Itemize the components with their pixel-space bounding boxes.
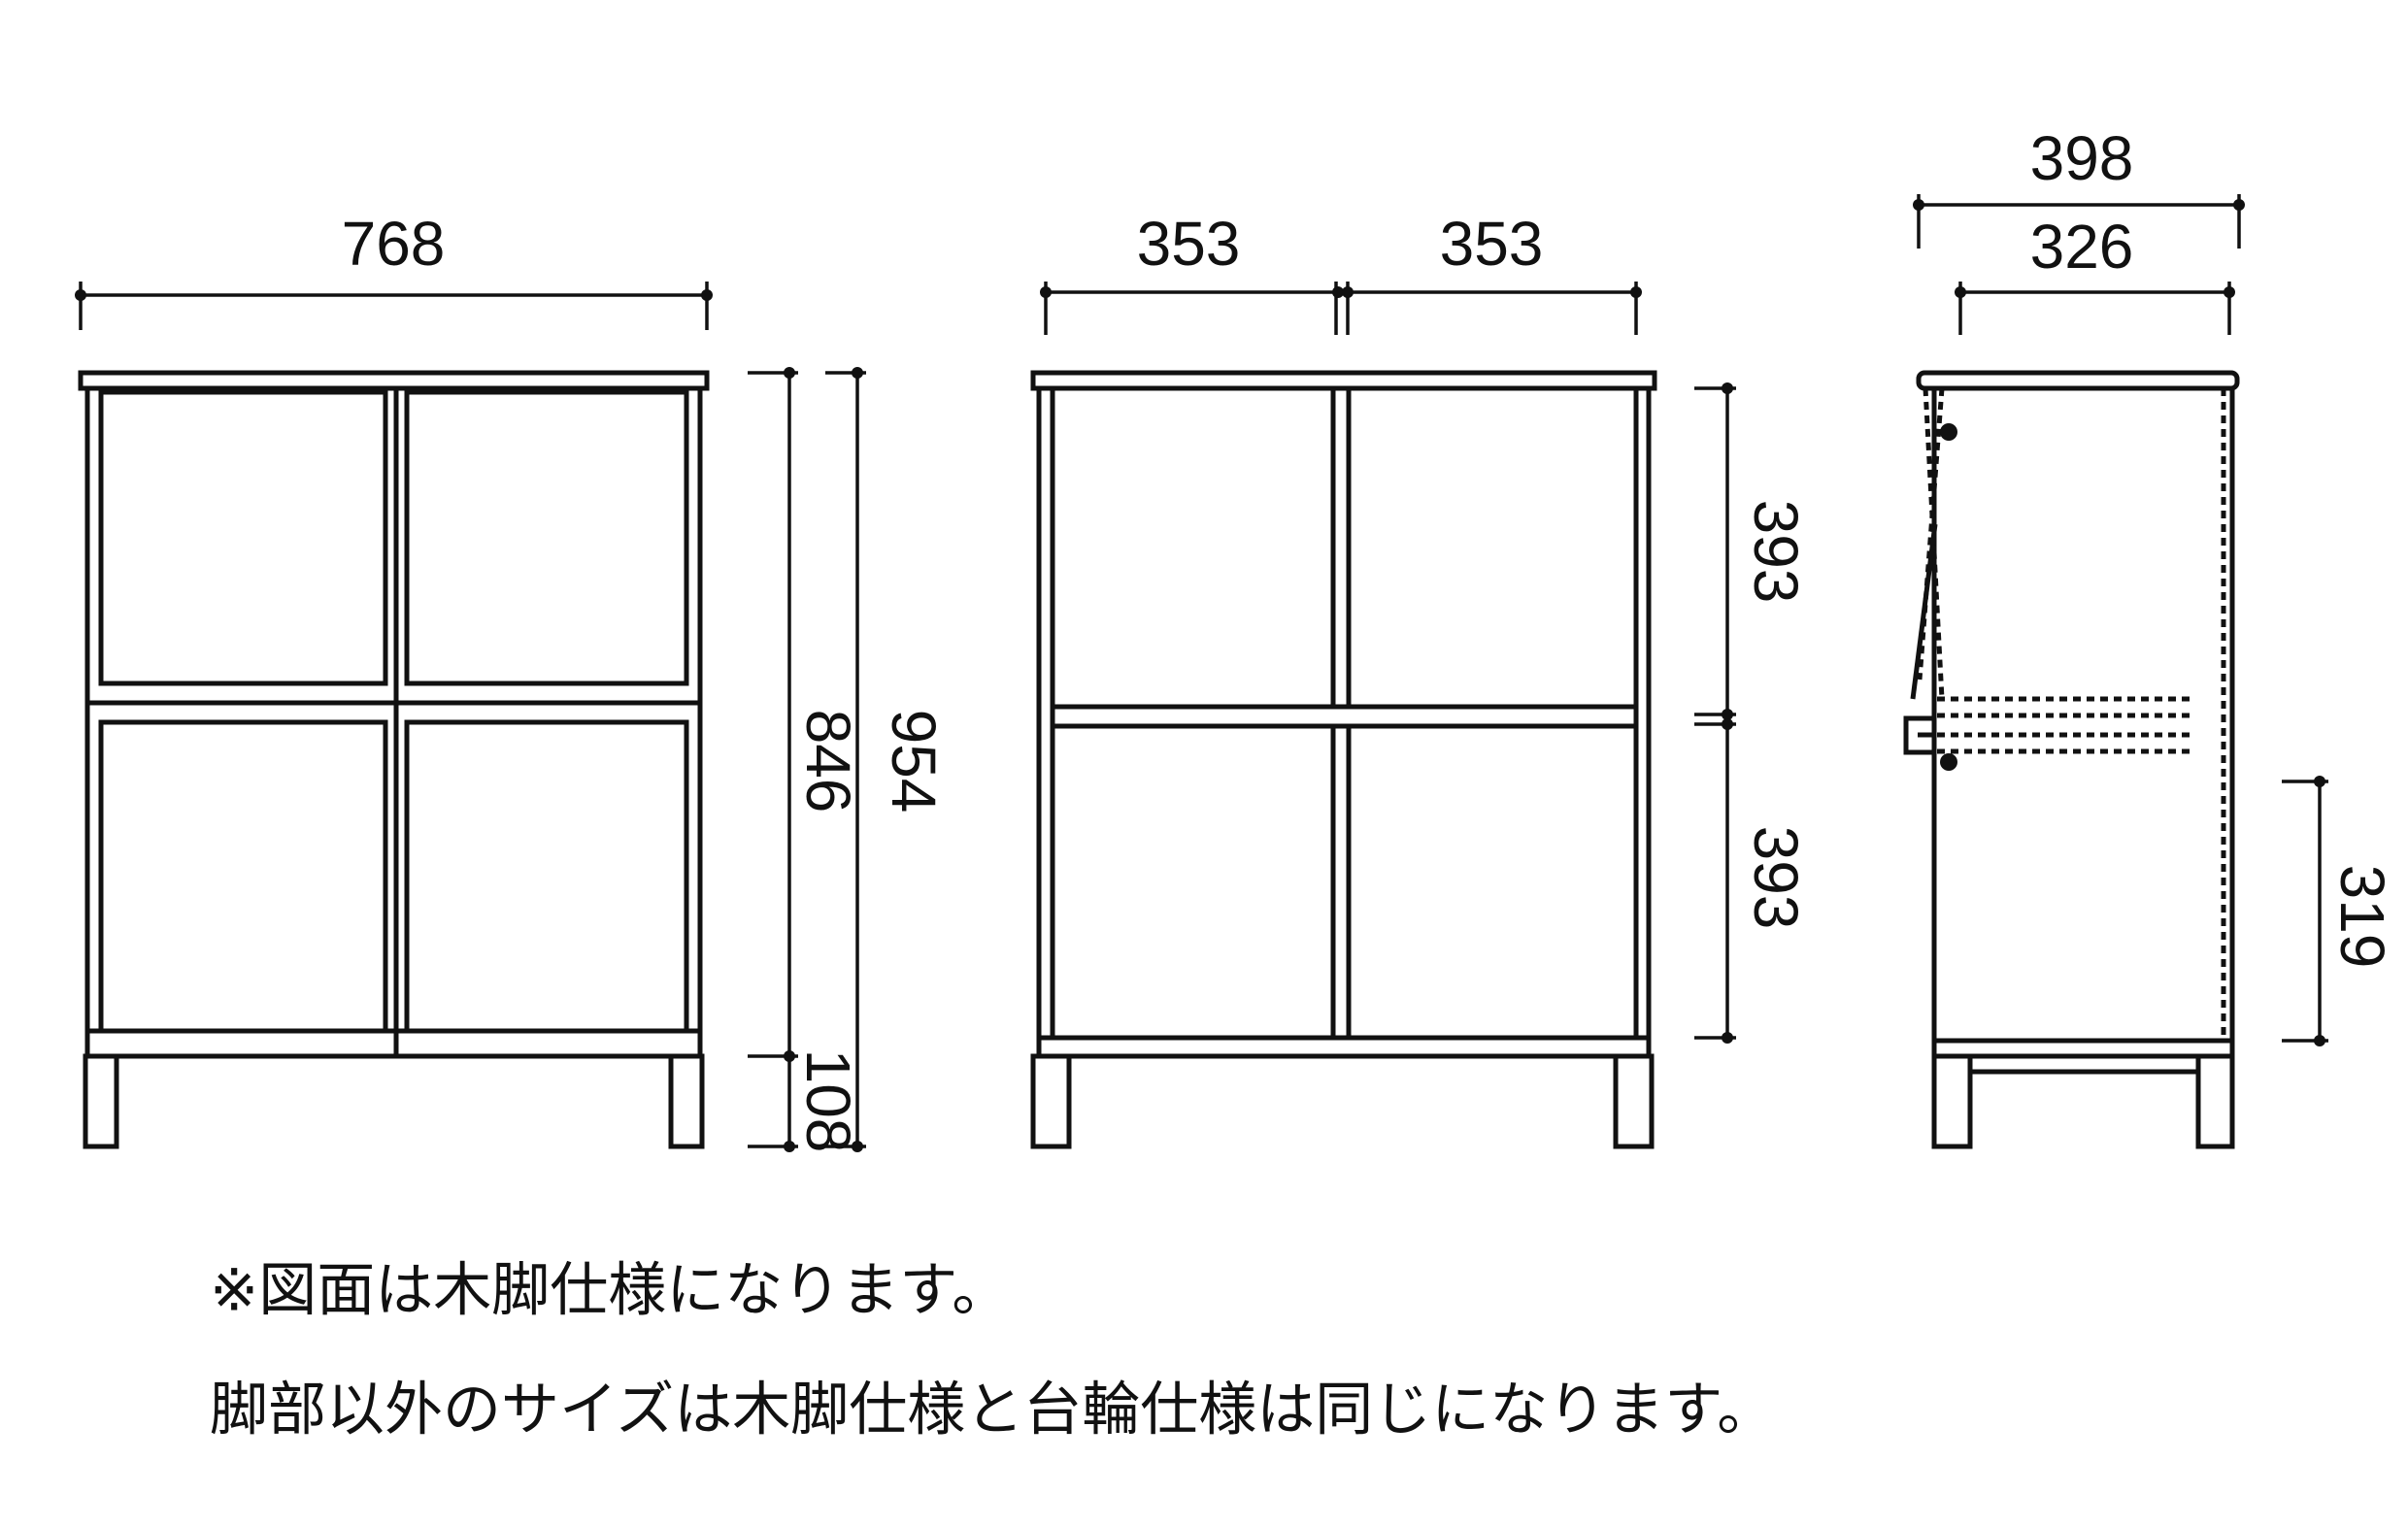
hinge-knob [1940, 423, 1957, 441]
dimension-heights: 846 954 108 [748, 367, 949, 1152]
leg-back [2195, 1053, 2235, 1149]
dim-total-height-label: 954 [879, 710, 949, 813]
shelf [1050, 704, 1639, 729]
door-stay-bracket [1903, 715, 1934, 755]
dim-depth-total-label: 398 [2030, 123, 2134, 193]
dim-door-right-label: 353 [1440, 209, 1544, 279]
bottom-board [1036, 1035, 1652, 1059]
dim-body-height-label: 846 [793, 710, 863, 813]
leg-front [1931, 1053, 1973, 1149]
dim-door-left-label: 353 [1137, 209, 1241, 279]
door-lower-right [404, 719, 689, 1034]
hinge-knob [1940, 753, 1957, 771]
dim-leg-height-label: 108 [793, 1049, 863, 1153]
front-view: 768 846 954 108 [75, 209, 949, 1152]
dimension-shelf-height: 319 [2282, 776, 2397, 1046]
door-open-line [1910, 523, 1938, 700]
dim-shelf-height-label: 319 [2327, 865, 2397, 969]
leg-right [1613, 1053, 1655, 1149]
leg-left [1030, 1053, 1072, 1149]
dimension-width: 768 [75, 209, 713, 330]
dim-upper-label: 393 [1741, 500, 1811, 604]
dimension-depths: 398 326 [1913, 123, 2245, 335]
door-upper-right [404, 389, 689, 686]
note-wood-legs: ※図面は木脚仕様になります。 [210, 1257, 1010, 1325]
note-size-same: 脚部以外のサイズは木脚仕様と台輪仕様は同じになります。 [210, 1377, 1775, 1444]
door-lower-left [98, 719, 388, 1034]
leg-left [83, 1053, 119, 1149]
dim-depth-inner-label: 326 [2030, 212, 2134, 282]
dim-width-label: 768 [342, 209, 446, 279]
side-view: 398 326 319 [1903, 123, 2397, 1149]
door-upper-left [98, 389, 388, 686]
dimension-door-widths: 353 353 [1040, 209, 1642, 335]
dimension-compartment-heights: 393 393 [1694, 382, 1811, 1044]
interior-view: 353 353 393 393 [1030, 209, 1811, 1149]
leg-right [668, 1053, 705, 1149]
dim-lower-label: 393 [1741, 826, 1811, 930]
top-board [1916, 370, 2240, 391]
